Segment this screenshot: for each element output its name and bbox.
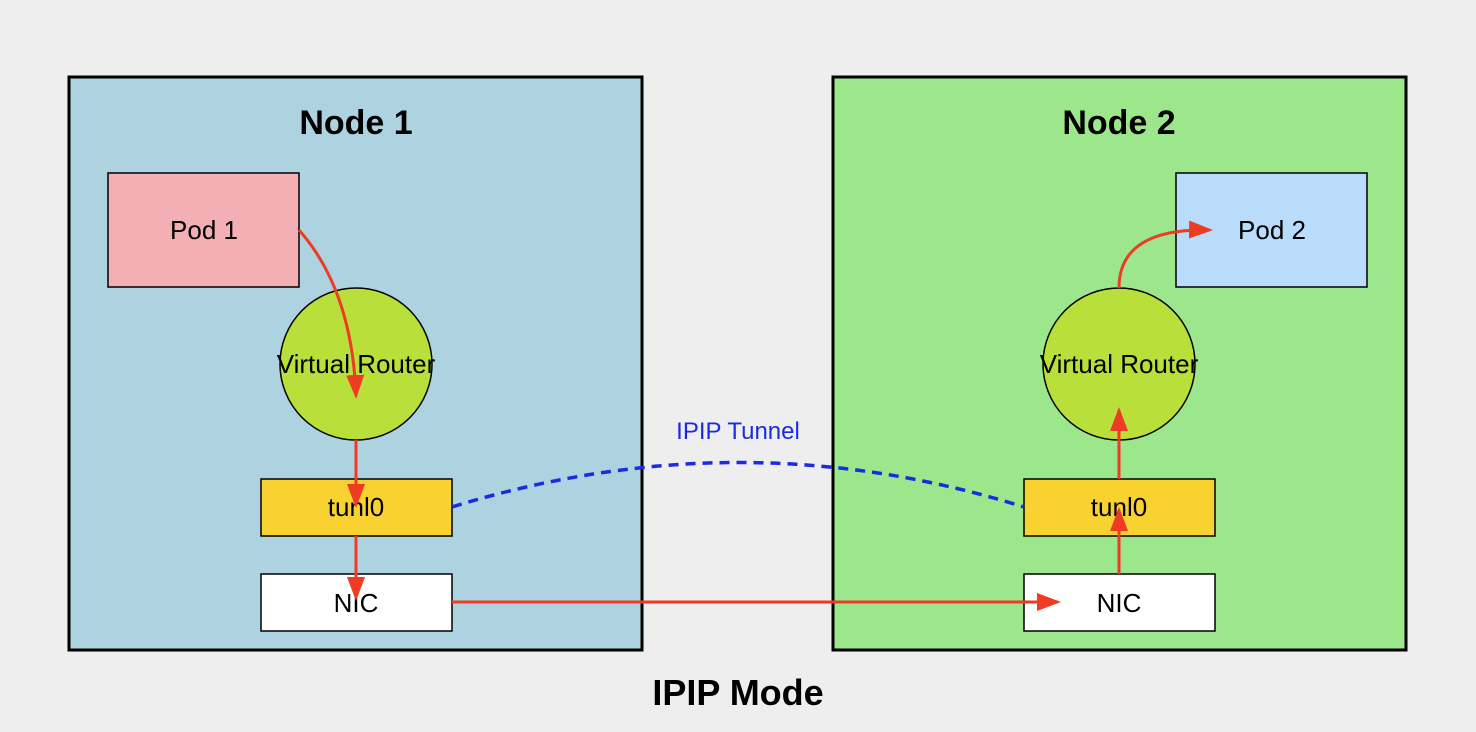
nic-2-label: NIC (1097, 588, 1142, 618)
ipip-tunnel-label: IPIP Tunnel (676, 418, 800, 445)
virtual-router-1-label: Virtual Router (277, 349, 436, 379)
arrow-router2-to-pod2 (1117, 220, 1213, 289)
packet-flow (297, 220, 1213, 611)
node-2-title: Node 2 (1062, 104, 1175, 142)
pod-1-box (107, 172, 300, 288)
ipip-tunnel-line (451, 460, 1025, 509)
pod-2-label: Pod 2 (1238, 215, 1306, 245)
virtual-router-2-label: Virtual Router (1040, 349, 1199, 379)
node-1-title: Node 1 (299, 104, 412, 142)
diagram-title: IPIP Mode (652, 672, 823, 713)
arrow-pod1-to-router1 (297, 229, 365, 399)
pod-1-label: Pod 1 (170, 215, 238, 245)
